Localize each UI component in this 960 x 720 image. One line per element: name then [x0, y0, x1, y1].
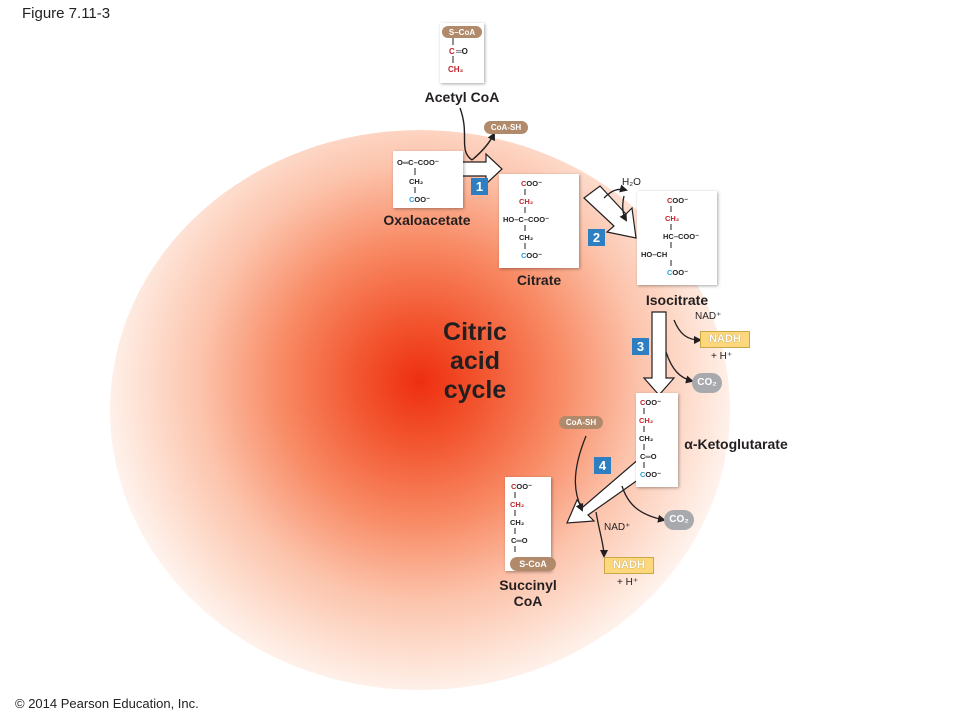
step-3-badge: 3 [632, 338, 649, 355]
step1-arrow [459, 152, 503, 186]
svg-text:CH₂: CH₂ [510, 500, 524, 509]
step-4-badge: 4 [594, 457, 611, 474]
svg-text:HO–CH: HO–CH [641, 250, 667, 259]
svg-text:CH₂: CH₂ [519, 233, 533, 242]
svg-text:COO⁻: COO⁻ [409, 195, 430, 204]
isocitrate-label: Isocitrate [645, 292, 709, 308]
svg-text:COO⁻: COO⁻ [640, 470, 661, 479]
step3-co2-arrow [665, 351, 694, 384]
svg-text:S–CoA: S–CoA [449, 28, 475, 37]
cycle-label-line-1: Citric [443, 318, 507, 346]
svg-text:C═O: C═O [511, 536, 528, 545]
acetyl-coa-structure: S–CoA C ═O CH₃ [440, 23, 484, 83]
oxaloacetate-label: Oxaloacetate [383, 212, 471, 228]
svg-text:CH₃: CH₃ [448, 65, 464, 74]
step4-h-plus-label: + H⁺ [617, 577, 639, 588]
h2o-in-arrow [619, 195, 627, 222]
step3-h-plus-label: + H⁺ [711, 351, 733, 362]
svg-text:CH₂: CH₂ [409, 177, 423, 186]
svg-text:COO⁻: COO⁻ [521, 179, 542, 188]
acetyl-coa-label: Acetyl CoA [424, 89, 500, 105]
isocitrate-structure: COO⁻ CH₂ HC–COO⁻ HO–CH COO⁻ [637, 191, 717, 285]
svg-text:COO⁻: COO⁻ [640, 398, 661, 407]
succinyl-coa-label: Succinyl CoA [490, 577, 566, 609]
svg-text:CH₂: CH₂ [639, 416, 653, 425]
copyright-notice: © 2014 Pearson Education, Inc. [15, 696, 199, 711]
step4-coa-arrow [574, 435, 587, 512]
cycle-label: Citric acid cycle [420, 318, 530, 405]
coa-sh-pill-step1: CoA-SH [484, 121, 528, 134]
svg-text:HO–C–COO⁻: HO–C–COO⁻ [503, 215, 549, 224]
alpha-ketoglutarate-structure: COO⁻ CH₂ CH₂ C═O COO⁻ [636, 393, 678, 487]
step4-nad-label: NAD⁺ [604, 522, 631, 533]
succinyl-coa-structure: COO⁻ CH₂ CH₂ C═O [505, 477, 551, 571]
svg-text:COO⁻: COO⁻ [511, 482, 532, 491]
svg-text:COO⁻: COO⁻ [667, 196, 688, 205]
step-2-badge: 2 [588, 229, 605, 246]
s-coa-pill: S-CoA [510, 557, 556, 571]
figure-title: Figure 7.11-3 [22, 5, 111, 22]
oxaloacetate-structure: O═C–COO⁻ CH₂ COO⁻ [393, 151, 463, 208]
step3-nadh-box: NADH [700, 331, 750, 348]
svg-text:COO⁻: COO⁻ [667, 268, 688, 277]
svg-text:COO⁻: COO⁻ [521, 251, 542, 260]
succinyl-coa-label-line-1: Succinyl [499, 577, 557, 593]
h2o-label: H₂O [622, 177, 641, 188]
svg-text:C═O: C═O [640, 452, 657, 461]
svg-text:O═C–COO⁻: O═C–COO⁻ [397, 158, 439, 167]
step4-nad-arrow [595, 511, 608, 558]
svg-text:CH₂: CH₂ [665, 214, 679, 223]
svg-text:═O: ═O [455, 47, 468, 56]
coa-sh-pill-step4: CoA-SH [559, 416, 603, 429]
step3-nad-arrow [673, 319, 702, 344]
step4-co2-bubble: CO₂ [664, 510, 694, 530]
succinyl-coa-label-line-2: CoA [513, 593, 543, 609]
step2-arrow [583, 185, 637, 239]
cycle-label-line-2: acid [449, 347, 501, 375]
h2o-loop-arrow [603, 184, 628, 199]
svg-text:HC–COO⁻: HC–COO⁻ [663, 232, 699, 241]
step4-co2-arrow [621, 485, 666, 523]
acetyl-coa-entry-arrow [459, 107, 473, 161]
step-1-badge: 1 [471, 178, 488, 195]
cycle-label-line-3: cycle [443, 376, 507, 404]
step3-arrow [642, 311, 676, 396]
step3-nad-label: NAD⁺ [695, 311, 722, 322]
svg-text:CH₂: CH₂ [510, 518, 524, 527]
step3-co2-bubble: CO₂ [692, 373, 722, 393]
citrate-label: Citrate [516, 272, 562, 288]
alpha-ketoglutarate-label: α-Ketoglutarate [684, 436, 788, 452]
svg-text:CH₂: CH₂ [519, 197, 533, 206]
svg-text:C: C [449, 47, 455, 56]
coa-sh-release-arrow [471, 132, 495, 161]
step4-nadh-box: NADH [604, 557, 654, 574]
citrate-structure: COO⁻ CH₂ HO–C–COO⁻ CH₂ COO⁻ [499, 174, 579, 268]
svg-text:CH₂: CH₂ [639, 434, 653, 443]
